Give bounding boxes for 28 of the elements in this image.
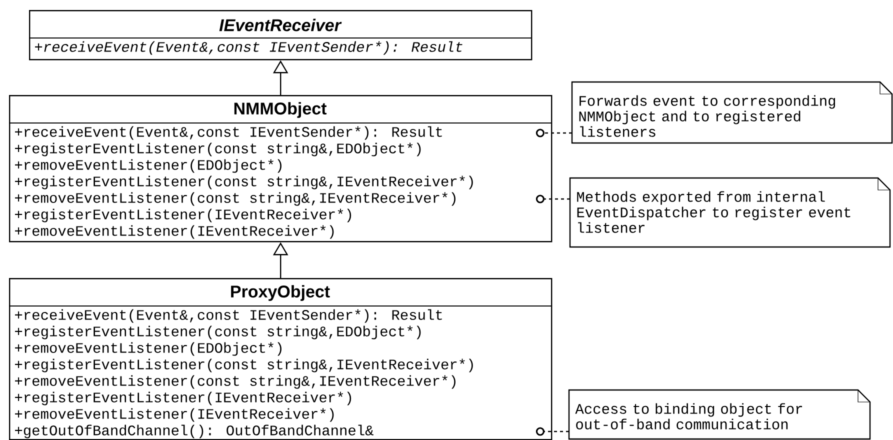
- method-text: +registerEventListener(const string&,IEventReceiver*): [15, 176, 473, 190]
- note-box: Forwards event to corresponding NMMObject and to registered listeners: [571, 81, 893, 144]
- method-text: +registerEventListener(const string&,EDObject*): [15, 142, 421, 156]
- method-text: +receiveEvent(Event&,const IEventSender*): Result: [15, 309, 442, 323]
- method-text: +receiveEvent(Event&,const IEventSender*): Result: [35, 41, 462, 55]
- note-box: Access to binding object for out-of-band communication: [568, 389, 871, 440]
- leader-line: [536, 194, 570, 204]
- method-text: +registerEventListener(const string&,IEventReceiver*): [15, 358, 473, 372]
- method-text: +receiveEvent(Event&,const IEventSender*): Result: [15, 126, 442, 140]
- note-box: Methods exported from internal EventDispatcher to register event listener: [569, 177, 891, 248]
- leader-line: [536, 427, 569, 436]
- method-text: +removeEventListener(const string&,IEventReceiver*): [15, 375, 456, 389]
- method-text: +removeEventListener(EDObject*): [15, 342, 282, 356]
- leader-line: [536, 128, 572, 138]
- class-box: [28, 10, 532, 60]
- method-text: +removeEventListener(IEventReceiver*): [15, 225, 334, 239]
- class-name: IEventReceiver: [219, 18, 342, 32]
- method-text: +registerEventListener(IEventReceiver*): [15, 208, 352, 222]
- method-text: +removeEventListener(EDObject*): [15, 159, 282, 173]
- method-text: +removeEventListener(IEventReceiver*): [15, 408, 334, 422]
- method-text: +registerEventListener(const string&,EDObject*): [15, 326, 421, 340]
- class-box: [8, 278, 552, 440]
- class-name: NMMObject: [234, 102, 327, 118]
- class-name: ProxyObject: [231, 285, 330, 301]
- method-text: +registerEventListener(IEventReceiver*): [15, 392, 352, 406]
- class-box: [8, 95, 552, 242]
- method-text: +getOutOfBandChannel(): OutOfBandChannel&: [15, 424, 374, 438]
- method-text: +removeEventListener(const string&,IEventReceiver*): [15, 192, 456, 206]
